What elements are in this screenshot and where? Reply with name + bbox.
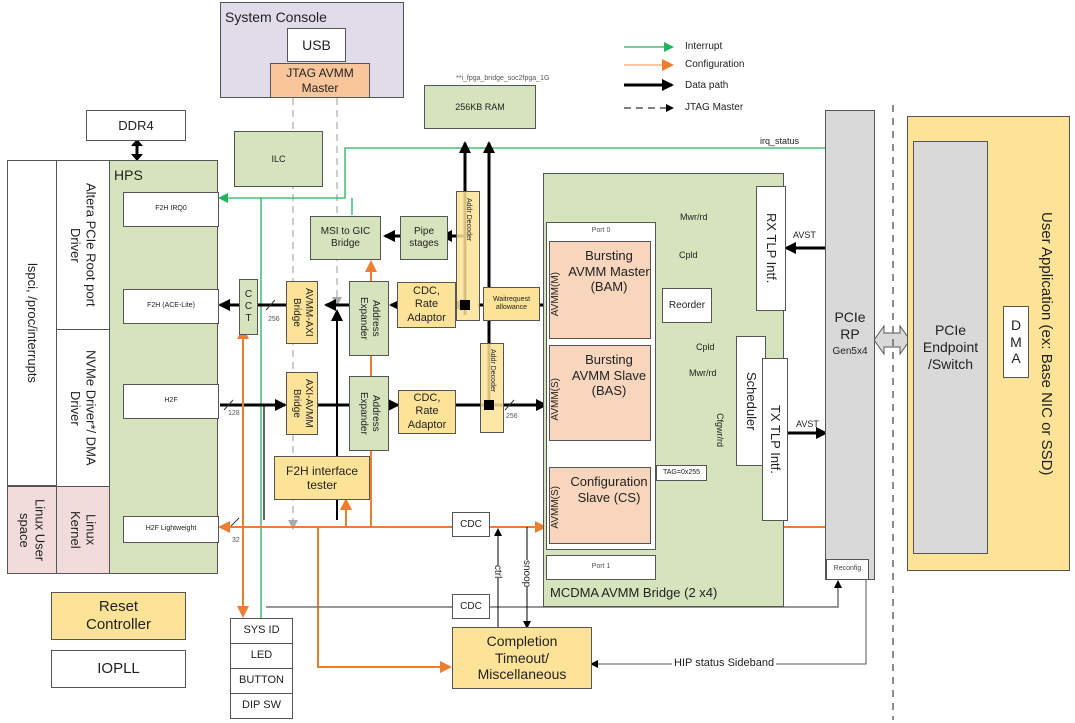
legend-jtag-master: JTAG Master (685, 102, 744, 113)
addr-decoder-top-label: Addr Decoder (465, 198, 473, 242)
reorder-block[interactable]: Reorder (662, 288, 712, 323)
peripheral-sys-id[interactable]: SYS ID (230, 618, 293, 644)
jtag-avmm-master[interactable]: JTAG AVMM Master (270, 63, 370, 98)
hps-block: HPS (109, 160, 218, 574)
address-expander-top[interactable]: Address Expander (349, 281, 389, 356)
system-console-title: System Console (225, 9, 327, 25)
legend-interrupt: Interrupt (685, 41, 723, 52)
sw-linux-kernel-label: Linux Kernel (68, 511, 99, 549)
hip-status-sideband-label: HIP status Sideband (672, 657, 777, 669)
sw-linux-user: Linux User space (7, 486, 57, 574)
tag-block: TAG=0x255 (656, 465, 707, 481)
hps-port-f2h-ace-lite[interactable]: F2H (ACE-Lite) (123, 289, 219, 324)
cs-block[interactable]: Configuration Slave (CS) (549, 467, 651, 544)
reconfig-block[interactable]: Reconfig (826, 559, 869, 580)
ddr4-block[interactable]: DDR4 (86, 110, 186, 141)
pcie-rp-gen: Gen5x4 (832, 345, 868, 357)
peripheral-button[interactable]: BUTTON (230, 668, 293, 694)
addr-decoder-top[interactable]: Addr Decoder (456, 191, 480, 321)
pcie-rp-line2: RP (840, 325, 860, 342)
signal-mwr-rd-top: Mwr/rd (680, 212, 708, 222)
sw-nvme-driver-label: NVMe Driver*/ DMA Driver (68, 350, 99, 466)
avmm-s-label-cs: AVMM(S) (550, 486, 561, 529)
avst-rx-label: AVST (793, 230, 816, 240)
sw-rp-driver-label: Altera PCIe Root port Driver (68, 183, 99, 307)
f2h-interface-tester[interactable]: F2H interface tester (274, 456, 370, 500)
ilc-block[interactable]: ILC (234, 131, 323, 187)
peripheral-dip-sw[interactable]: DIP SW (230, 693, 293, 719)
mcdma-title: MCDMA AVMM Bridge (2 x4) (550, 585, 718, 601)
hps-port-h2f[interactable]: H2F (123, 384, 219, 419)
snoop-label: snoop (521, 560, 532, 588)
bam-block[interactable]: Bursting AVMM Master (BAM) (549, 241, 651, 339)
hps-port-f2h-irq0[interactable]: F2H IRQ0 (123, 192, 219, 227)
cdc-rate-adaptor-top[interactable]: CDC, Rate Adaptor (397, 282, 456, 328)
axi-avmm-bridge-label: AXI-AVMM Bridge (291, 379, 314, 428)
cct-block[interactable]: C C T (239, 279, 258, 335)
addr-decoder-bottom-junction (484, 400, 494, 410)
avmm-m-label: AVMM(M) (550, 272, 561, 317)
waitrequest-allowance[interactable]: Waitrequest allowance (483, 287, 540, 321)
bus-width-256-top: 256 (268, 316, 280, 323)
axi-avmm-bridge[interactable]: AXI-AVMM Bridge (286, 372, 318, 435)
completion-timeout-block[interactable]: Completion Timeout/ Miscellaneous (452, 627, 592, 689)
tx-tlp-label: TX TLP Intf. (767, 405, 783, 474)
sw-lspci-label: lspci, /proc/interrupts (24, 263, 40, 383)
peripherals-stack: SYS ID LED BUTTON DIP SW (230, 618, 293, 719)
sw-linux-user-label: Linux User space (17, 498, 48, 562)
tx-tlp-intf[interactable]: TX TLP Intf. (762, 358, 788, 521)
bus-width-256-bottom: 256 (506, 413, 518, 420)
pipe-stages[interactable]: Pipe stages (400, 216, 448, 260)
sw-nvme-driver: NVMe Driver*/ DMA Driver (56, 329, 110, 487)
hps-port-h2f-lightweight[interactable]: H2F Lightweight (123, 516, 219, 543)
avmm-axi-bridge[interactable]: AVMM-AXI Bridge (286, 281, 318, 344)
scheduler-label: Scheduler (743, 371, 759, 431)
scheduler-block[interactable]: Scheduler (736, 336, 766, 466)
sw-lspci: lspci, /proc/interrupts (7, 160, 57, 486)
reset-controller[interactable]: Reset Controller (51, 592, 186, 640)
avmm-axi-bridge-label: AVMM-AXI Bridge (291, 288, 314, 337)
address-expander-bottom[interactable]: Address Expander (349, 376, 389, 451)
peripheral-led[interactable]: LED (230, 643, 293, 669)
signal-cpld-mid: Cpld (696, 342, 715, 352)
mcdma-port1: Port 1 (546, 555, 656, 580)
cdc-rate-adaptor-bottom[interactable]: CDC, Rate Adaptor (398, 390, 456, 434)
signal-cpld-top: Cpld (679, 250, 698, 260)
bus-width-32: 32 (232, 537, 240, 544)
rx-tlp-label: RX TLP Intf. (763, 213, 779, 284)
user-application-title: User Application (ex: Base NIC or SSD) (1038, 211, 1055, 476)
addr-decoder-bottom[interactable]: Addr Decoder (480, 343, 504, 433)
addr-decoder-top-junction (460, 300, 470, 310)
iopll-block[interactable]: IOPLL (51, 650, 186, 688)
sw-rp-driver: Altera PCIe Root port Driver (56, 160, 110, 330)
msi-to-gic-bridge[interactable]: MSI to GIC Bridge (310, 216, 381, 260)
usb-block[interactable]: USB (287, 28, 346, 62)
legend-data-path: Data path (685, 80, 729, 91)
avmm-s-label-bas: AVMM(S) (550, 378, 561, 421)
ram-bridge-note: **i_fpga_bridge_soc2fpga_1G (456, 75, 550, 82)
sw-linux-kernel: Linux Kernel (56, 486, 110, 574)
pcie-rp[interactable]: PCIe RP Gen5x4 (825, 110, 875, 580)
pcie-rp-line1: PCIe (834, 309, 866, 325)
hps-title: HPS (114, 167, 143, 183)
bas-block[interactable]: Bursting AVMM Slave (BAS) (549, 345, 651, 441)
avst-tx-label: AVST (796, 419, 819, 429)
signal-cfgwr-rd: Cfgwr/rd (715, 413, 725, 448)
cdc-block-reconfig[interactable]: CDC (452, 594, 490, 619)
ram-256kb[interactable]: 256KB RAM (424, 85, 536, 129)
signal-mwr-rd-mid: Mwr/rd (689, 368, 717, 378)
address-expander-top-label: Address Expander (358, 297, 381, 340)
dma-block[interactable]: D M A (1003, 306, 1029, 378)
bus-width-128: 128 (228, 410, 240, 417)
rx-tlp-intf[interactable]: RX TLP Intf. (756, 186, 786, 311)
cdc-block-config[interactable]: CDC (452, 512, 490, 537)
pcie-endpoint-switch[interactable]: PCIe Endpoint /Switch (913, 141, 988, 554)
mcdma-port0-label: Port 0 (591, 227, 611, 234)
address-expander-bottom-label: Address Expander (358, 392, 381, 435)
irq-status-label: irq_status (760, 136, 800, 146)
ctrl-label: ctrl (492, 565, 503, 579)
legend-configuration: Configuration (685, 59, 745, 70)
addr-decoder-bottom-label: Addr Decoder (489, 349, 497, 393)
